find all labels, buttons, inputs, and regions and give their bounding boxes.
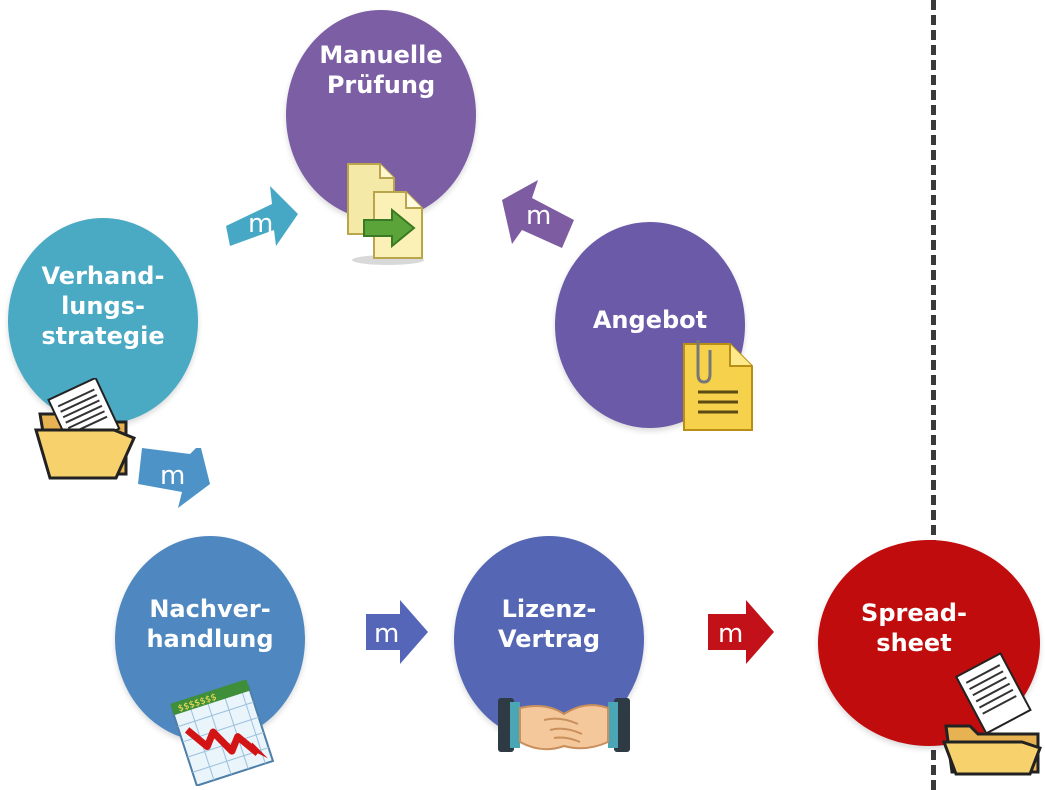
section-divider [931,0,936,790]
arrow-label: m [374,619,399,649]
documents-transfer-icon [347,163,424,265]
arrow-label: m [248,209,273,239]
folder-papers-icon-2 [942,652,1042,776]
declining-chart-icon: $$$$$$$ [170,680,275,786]
arrow-to-spreadsheet: m [708,600,774,664]
arrow-label: m [526,201,551,231]
folder-papers-icon [34,378,137,480]
arrow-to-verhandlungsstrategie: m [226,186,298,246]
arrow-to-manuelle-pruefung: m [502,180,574,248]
handshake-icon [498,698,630,752]
node-verhandlungsstrategie: Verhand- lungs- strategie [8,218,198,424]
arrow-to-lizenz-vertrag: m [366,600,428,664]
node-label: Lizenz- Vertrag [497,595,601,653]
arrow-to-nachverhandlung: m [138,448,210,508]
node-label: Spread- sheet [861,599,967,657]
node-label: Manuelle Prüfung [319,41,443,99]
clipboard-document-icon [683,340,753,431]
node-label: Nachver- handlung [146,595,274,653]
arrow-label: m [718,619,743,649]
node-label: Verhand- lungs- strategie [41,262,165,350]
arrow-label: m [160,461,185,491]
node-label: Angebot [592,306,708,334]
